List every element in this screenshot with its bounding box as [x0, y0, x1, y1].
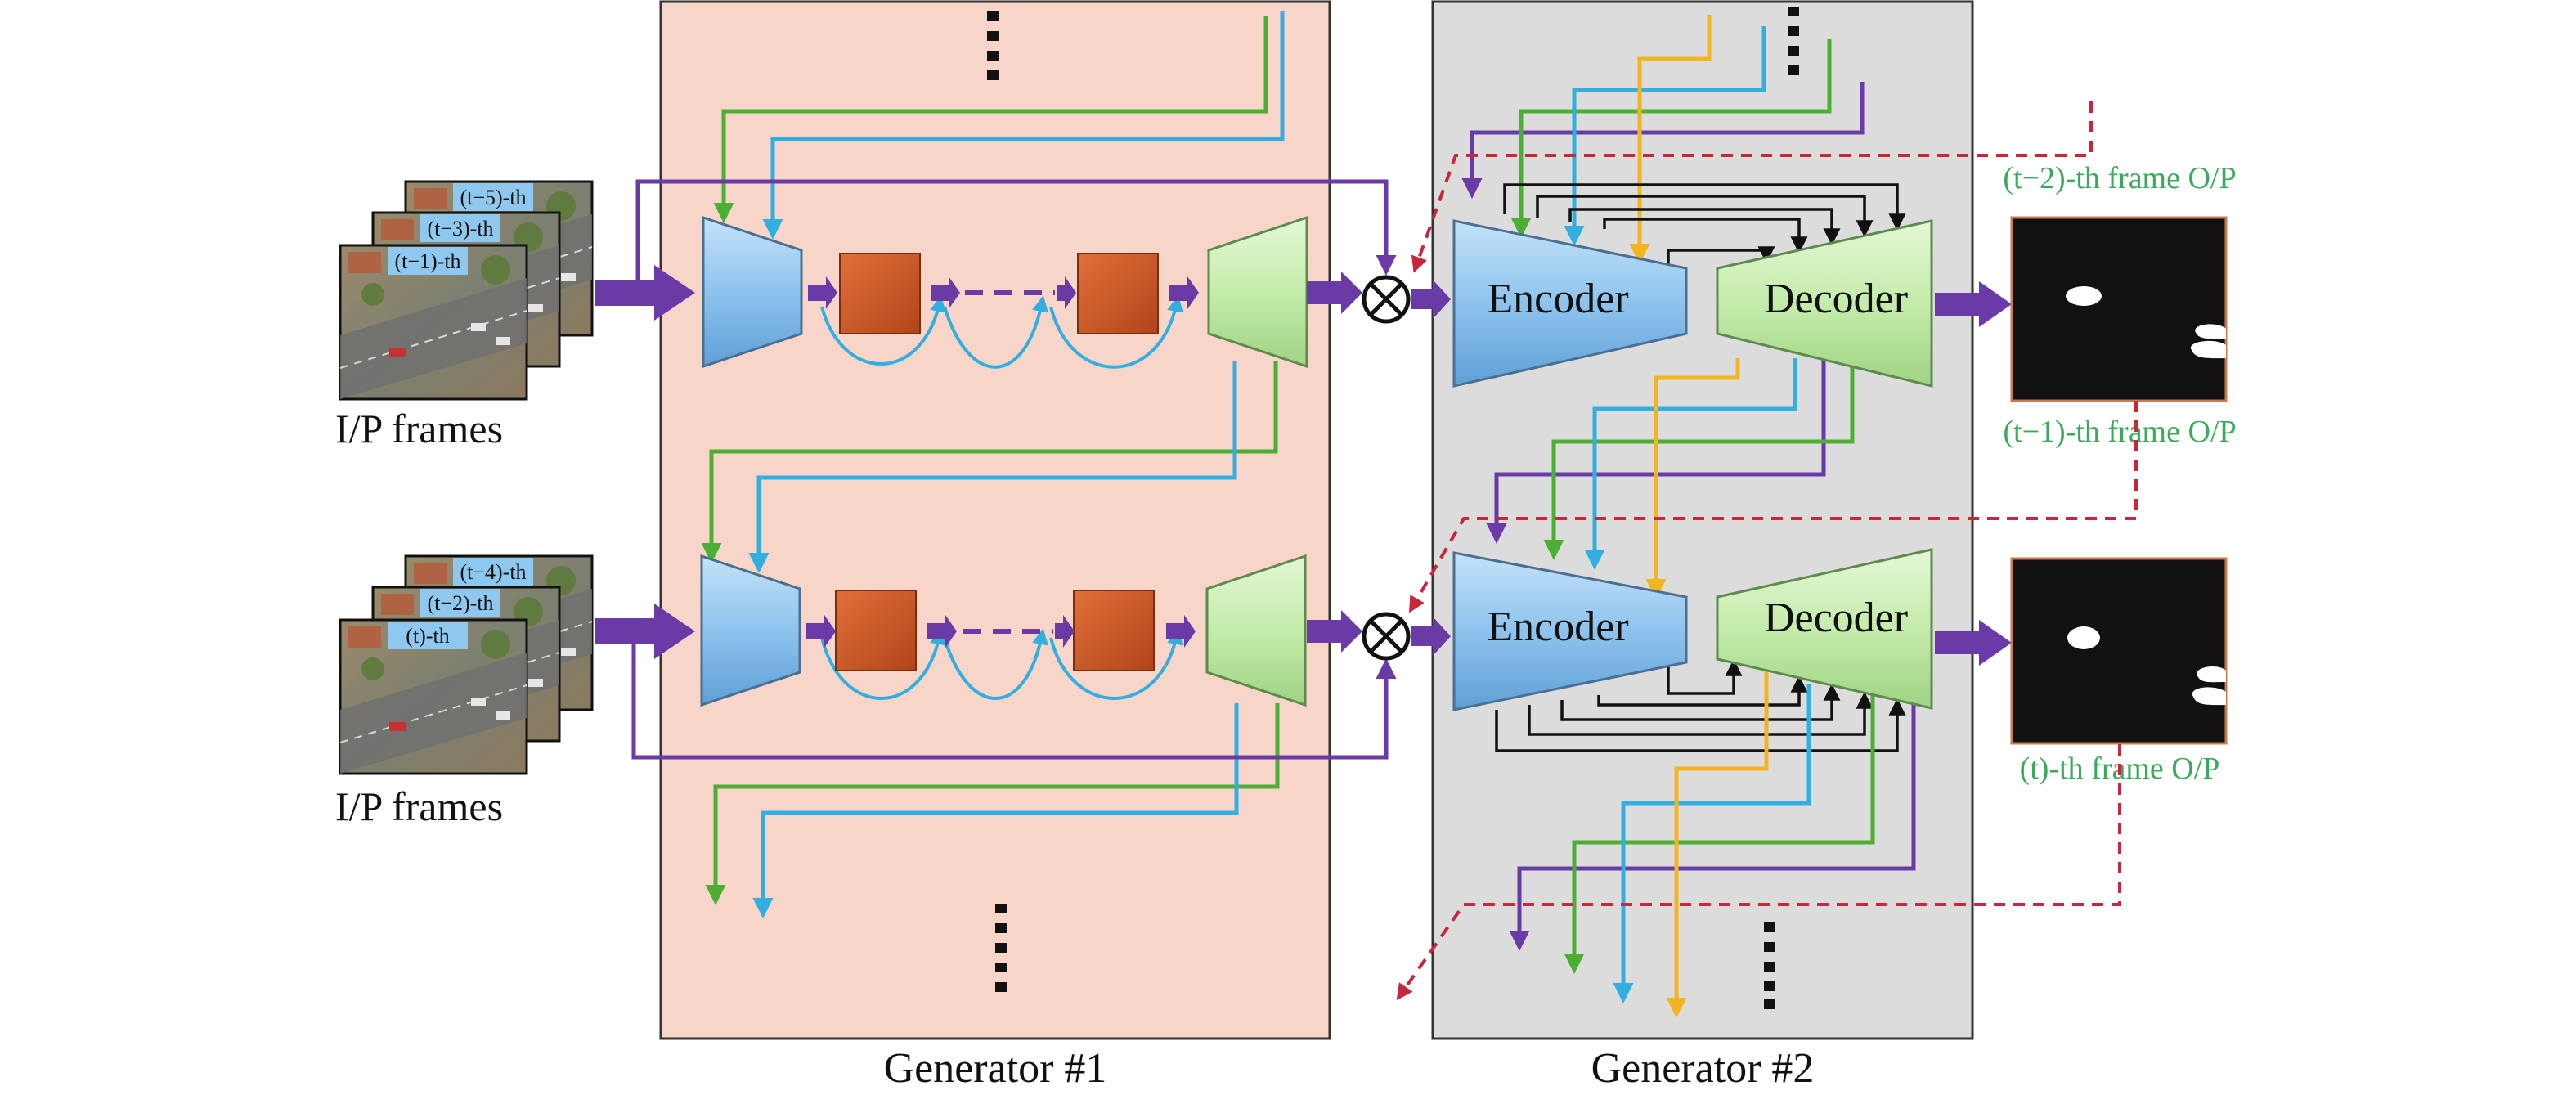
stack-bottom-frame-label-1: (t−2)-th: [427, 591, 493, 615]
ellipsis-gen1-top: [987, 11, 999, 80]
input-caption-top: I/P frames: [335, 406, 503, 451]
gen1-resblock-bottom-1: [835, 590, 917, 671]
gen2-row-top: Encoder Decoder: [1452, 219, 1933, 388]
gen1-skip-lines: [631, 179, 1397, 760]
multiply-node-top: [1362, 275, 1411, 324]
gen2-decoder-top-label: Decoder: [1764, 276, 1908, 322]
generator1-label: Generator #1: [884, 1045, 1107, 1092]
gen1-resblock-bottom-2: [1073, 590, 1155, 671]
output-label-t-minus-1: (t−1)-th frame O/P: [2003, 415, 2236, 449]
output-mask-top: [2010, 216, 2228, 402]
stack-bottom-frame-label-0: (t−4)-th: [460, 560, 526, 584]
gen2-top-skip-lines: [1503, 183, 1906, 270]
gen2-encoder-bottom-label: Encoder: [1487, 604, 1628, 650]
gen1-encoder-top: [702, 215, 803, 369]
stack-top-frame-label-2: (t−1)-th: [394, 249, 460, 273]
gen1-resblock-top-1: [839, 253, 921, 334]
stack-top-frame-label-0: (t−5)-th: [460, 186, 526, 209]
gen2-encoder-top: [1452, 219, 1688, 388]
gen2-decoder-bottom-label: Decoder: [1764, 595, 1908, 641]
ellipsis-gen1-bottom: [995, 904, 1007, 992]
generator2-label: Generator #2: [1591, 1045, 1815, 1092]
gen2-bottom-outgoing-lines: [1509, 671, 1916, 1018]
input-frames-stack-bottom: (t−4)-th (t−2)-th (t)-th: [339, 554, 594, 775]
gen2-input-arrows: [1411, 280, 1451, 656]
gen1-decoder-top: [1207, 215, 1308, 369]
gen2-encoder-top-label: Encoder: [1487, 276, 1628, 322]
stack-top-frame-label-1: (t−3)-th: [427, 217, 493, 240]
gen2-encoder-bottom: [1452, 551, 1688, 711]
output-mask-bottom: [2010, 557, 2228, 745]
multiply-node-bottom: [1362, 612, 1411, 661]
input-frames-stack-top: (t−5)-th (t−3)-th (t−1)-th: [339, 180, 594, 401]
output-feedback-dashed-lines: [1396, 101, 2138, 1001]
stack-bottom-frame-label-1-bg: [420, 589, 500, 617]
gen1-decoder-bottom: [1205, 554, 1307, 707]
gen2-decoder-bottom: [1716, 548, 1933, 710]
stack-top-frame-label-2-bg: [388, 247, 468, 275]
gen1-encoder-bottom: [700, 554, 801, 707]
stack-top-frame-label-0-bg: [453, 183, 533, 211]
gen1-row-top: [702, 215, 1308, 369]
stack-top-frame-label-1-bg: [420, 214, 500, 242]
ellipsis-gen2-top: [1788, 7, 1799, 75]
gen1-flow-arrows: [595, 265, 1362, 659]
gen2-bottom-skip-lines: [1495, 656, 1906, 752]
output-label-t-minus-2: (t−2)-th frame O/P: [2003, 161, 2236, 195]
gen1-residual-arcs: [820, 295, 1183, 700]
gen2-row-bottom: Encoder Decoder: [1452, 548, 1933, 711]
gen2-middle-lines: [1486, 358, 1855, 599]
ellipsis-gen2-bottom: [1764, 922, 1775, 1009]
stack-bottom-frame-label-2: (t)-th: [406, 624, 449, 648]
output-arrows: [1935, 281, 2012, 666]
gen2-top-incoming-lines: [1461, 15, 1865, 264]
gen2-decoder-top: [1716, 219, 1933, 388]
stack-bottom-frame-label-0-bg: [453, 558, 533, 586]
stack-bottom-frame-label-2-bg: [388, 622, 468, 649]
input-caption-bottom: I/P frames: [335, 783, 503, 829]
gen1-row-bottom: [700, 554, 1307, 707]
gen1-resblock-top-2: [1077, 253, 1159, 334]
